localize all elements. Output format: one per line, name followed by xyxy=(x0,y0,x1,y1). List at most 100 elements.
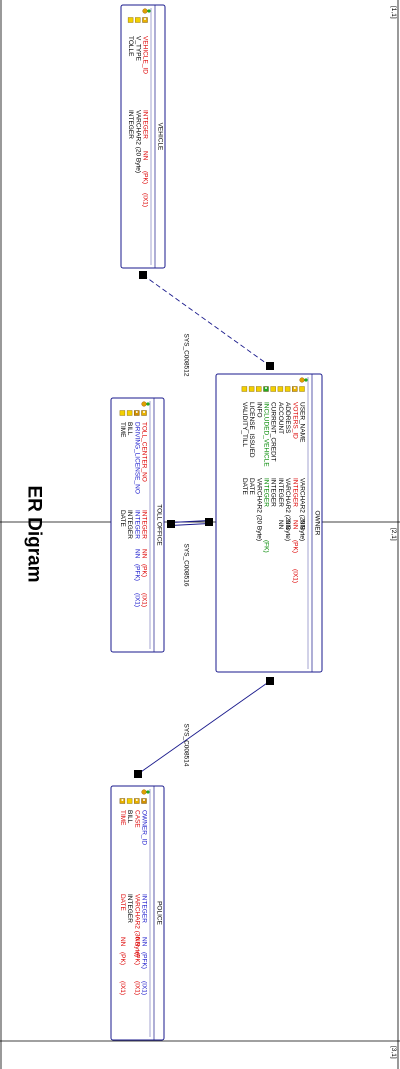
relationship-start-marker xyxy=(139,271,147,279)
relationship-line[interactable] xyxy=(142,274,271,367)
column-type: INTEGER xyxy=(133,510,140,539)
key-hole-dot xyxy=(144,18,146,20)
column-nullability: NN xyxy=(277,520,284,530)
table-key-icon xyxy=(142,8,148,14)
column-nullability: NN xyxy=(141,937,148,947)
column-index-flag: (IX1) xyxy=(291,569,298,583)
relationship-label: SYS_C008512 xyxy=(183,333,190,376)
table-relation-icon xyxy=(146,402,150,406)
column-name: TIME xyxy=(119,810,126,826)
entity-toll-office[interactable]: TOLL OFFICETOLL_CENTER_NOINTEGERNN(PK)(I… xyxy=(110,397,165,653)
attribute-icon xyxy=(119,410,126,416)
key-hole-dot xyxy=(293,387,296,389)
key-hole-dot xyxy=(143,799,145,801)
column-nullability: NN xyxy=(133,937,140,947)
key-hole-dot xyxy=(135,411,138,413)
column-key-flag: (PK) xyxy=(119,952,126,965)
column-key-flag: (PK) xyxy=(291,540,298,553)
column-name: LICENSE_ISSUED xyxy=(248,402,255,458)
relationship-line[interactable] xyxy=(170,520,210,523)
attribute-icon xyxy=(256,386,262,392)
relationship-sys-c008514[interactable]: SYS_C008514 xyxy=(134,677,274,778)
entity-box[interactable] xyxy=(120,4,166,269)
column-type: VARCHAR2 (20 Byte) xyxy=(255,478,262,541)
relationship-line[interactable] xyxy=(170,523,210,526)
column-type: VARCHAR2 (30 Byte) xyxy=(133,894,140,957)
column-nullability: NN xyxy=(133,549,140,559)
entity-box[interactable] xyxy=(215,373,323,673)
column-name: ACCOUNT xyxy=(277,402,284,434)
key-hole-dot xyxy=(135,799,138,801)
table-key-icon xyxy=(141,789,147,795)
relationship-end-marker xyxy=(266,677,274,685)
entity-name: OWNER xyxy=(314,511,321,536)
relationship-start-marker xyxy=(134,770,142,778)
column-index-flag: (IX1) xyxy=(141,981,148,995)
page-label-1: [1,1] xyxy=(390,6,397,19)
entity-vehicle[interactable]: VEHICLEVEHICLE_IDINTEGERNN(PK)(IX1)V_TYP… xyxy=(120,4,166,269)
relationship-sys-c008512[interactable]: SYS_C008512 xyxy=(139,271,274,377)
attribute-icon xyxy=(135,17,141,23)
attribute-icon xyxy=(127,17,134,23)
diagram-title: ER Digram xyxy=(24,485,45,582)
relationship-line[interactable] xyxy=(137,680,271,775)
attribute-icon xyxy=(277,386,284,392)
column-name: DRIVING_LICENSE_NO xyxy=(133,422,140,494)
column-index-flag: (IX1) xyxy=(141,593,148,607)
column-key-flag: (PK) xyxy=(141,564,148,577)
column-type: DATE xyxy=(119,510,126,528)
column-type: INTEGER xyxy=(126,894,133,923)
column-nullability: NN xyxy=(119,937,126,947)
column-name: TOLL_CENTER_NO xyxy=(141,422,148,482)
column-name: CASE xyxy=(133,810,140,828)
table-relation-icon xyxy=(146,790,150,794)
column-index-flag: (IX1) xyxy=(142,193,149,207)
column-type: VARCHAR2 (20 Byte) xyxy=(299,478,306,541)
table-key-icon xyxy=(299,377,305,383)
relationship-start-marker xyxy=(167,520,175,528)
entity-box[interactable] xyxy=(110,785,165,1041)
attribute-icon xyxy=(126,410,133,416)
column-type: INTEGER xyxy=(127,110,134,139)
relationship-sys-c008516[interactable]: SYS_C008516 xyxy=(167,518,213,587)
column-name: V_TYPE xyxy=(134,36,141,62)
entity-police[interactable]: POLICEOWNER_IDINTEGERNN(PFK)(IX1)CASEVAR… xyxy=(110,785,165,1041)
entity-box[interactable] xyxy=(110,397,165,653)
column-type: INTEGER xyxy=(142,110,149,139)
column-nullability: NN xyxy=(141,549,148,559)
table-relation-icon xyxy=(147,9,151,13)
column-type: VARCHAR2 (20 Byte) xyxy=(284,478,291,541)
table-key-icon xyxy=(141,401,147,407)
page-label-3: [3,1] xyxy=(390,1046,397,1059)
column-key-flag: (PK) xyxy=(142,171,149,184)
key-hole-dot xyxy=(265,387,267,389)
column-index-flag: (IX1) xyxy=(119,981,126,995)
table-relation-icon xyxy=(304,378,308,382)
attribute-icon xyxy=(284,386,291,392)
attribute-icon xyxy=(126,798,133,804)
